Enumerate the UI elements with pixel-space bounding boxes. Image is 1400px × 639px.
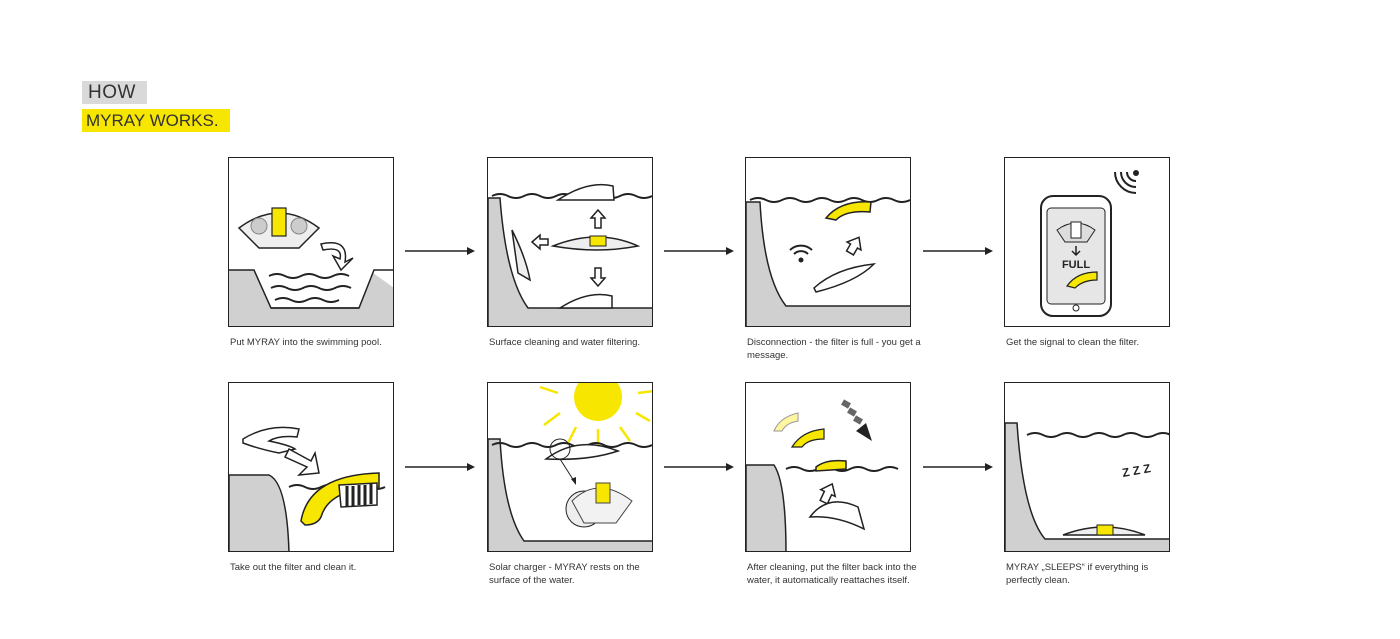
step-4-caption: Get the signal to clean the filter. (1006, 337, 1140, 348)
step-6-illustration (488, 383, 652, 551)
title-myray-works: MYRAY WORKS. (82, 109, 230, 132)
step-8-panel: Z Z Z (1004, 382, 1170, 552)
phone-full-label: FULL (1062, 259, 1090, 271)
step-5-illustration (229, 426, 386, 551)
arrow-step-5-6 (405, 463, 475, 471)
arrow-step-7-8 (923, 463, 993, 471)
step-7-caption: After cleaning, put the filter back into… (747, 562, 917, 586)
step-7-panel (745, 382, 911, 552)
step-2-illustration (488, 183, 652, 326)
step-1-panel (228, 157, 394, 327)
step-8-illustration: Z Z Z (1005, 422, 1169, 551)
step-6-panel (487, 382, 653, 552)
sleep-zz-label: Z Z Z (1121, 461, 1152, 480)
dashed-arrow-icon (841, 399, 872, 441)
step-3-caption: Disconnection - the filter is full - you… (747, 337, 921, 361)
title-how: HOW (82, 81, 147, 104)
arrow-step-6-7 (664, 463, 734, 471)
step-3-panel (745, 157, 911, 327)
arrow-step-1-2 (405, 247, 475, 255)
step-4-panel: FULL (1004, 157, 1170, 327)
arrow-step-2-3 (664, 247, 734, 255)
step-2-panel (487, 157, 653, 327)
step-4-illustration: FULL (1040, 170, 1139, 317)
step-6-caption: Solar charger - MYRAY rests on the surfa… (489, 562, 640, 586)
step-1-caption: Put MYRAY into the swimming pool. (230, 337, 382, 348)
arrow-step-3-4 (923, 247, 993, 255)
step-2-caption: Surface cleaning and water filtering. (489, 337, 641, 348)
sun-icon (574, 383, 622, 421)
step-8-caption: MYRAY „SLEEPS“ if everything is perfectl… (1006, 562, 1149, 586)
step-3-illustration (746, 197, 910, 326)
step-7-illustration (746, 399, 899, 551)
wifi-signal-icon (1133, 170, 1139, 176)
step-1-illustration (229, 207, 393, 326)
step-5-panel (228, 382, 394, 552)
step-5-caption: Take out the filter and clean it. (230, 562, 357, 573)
